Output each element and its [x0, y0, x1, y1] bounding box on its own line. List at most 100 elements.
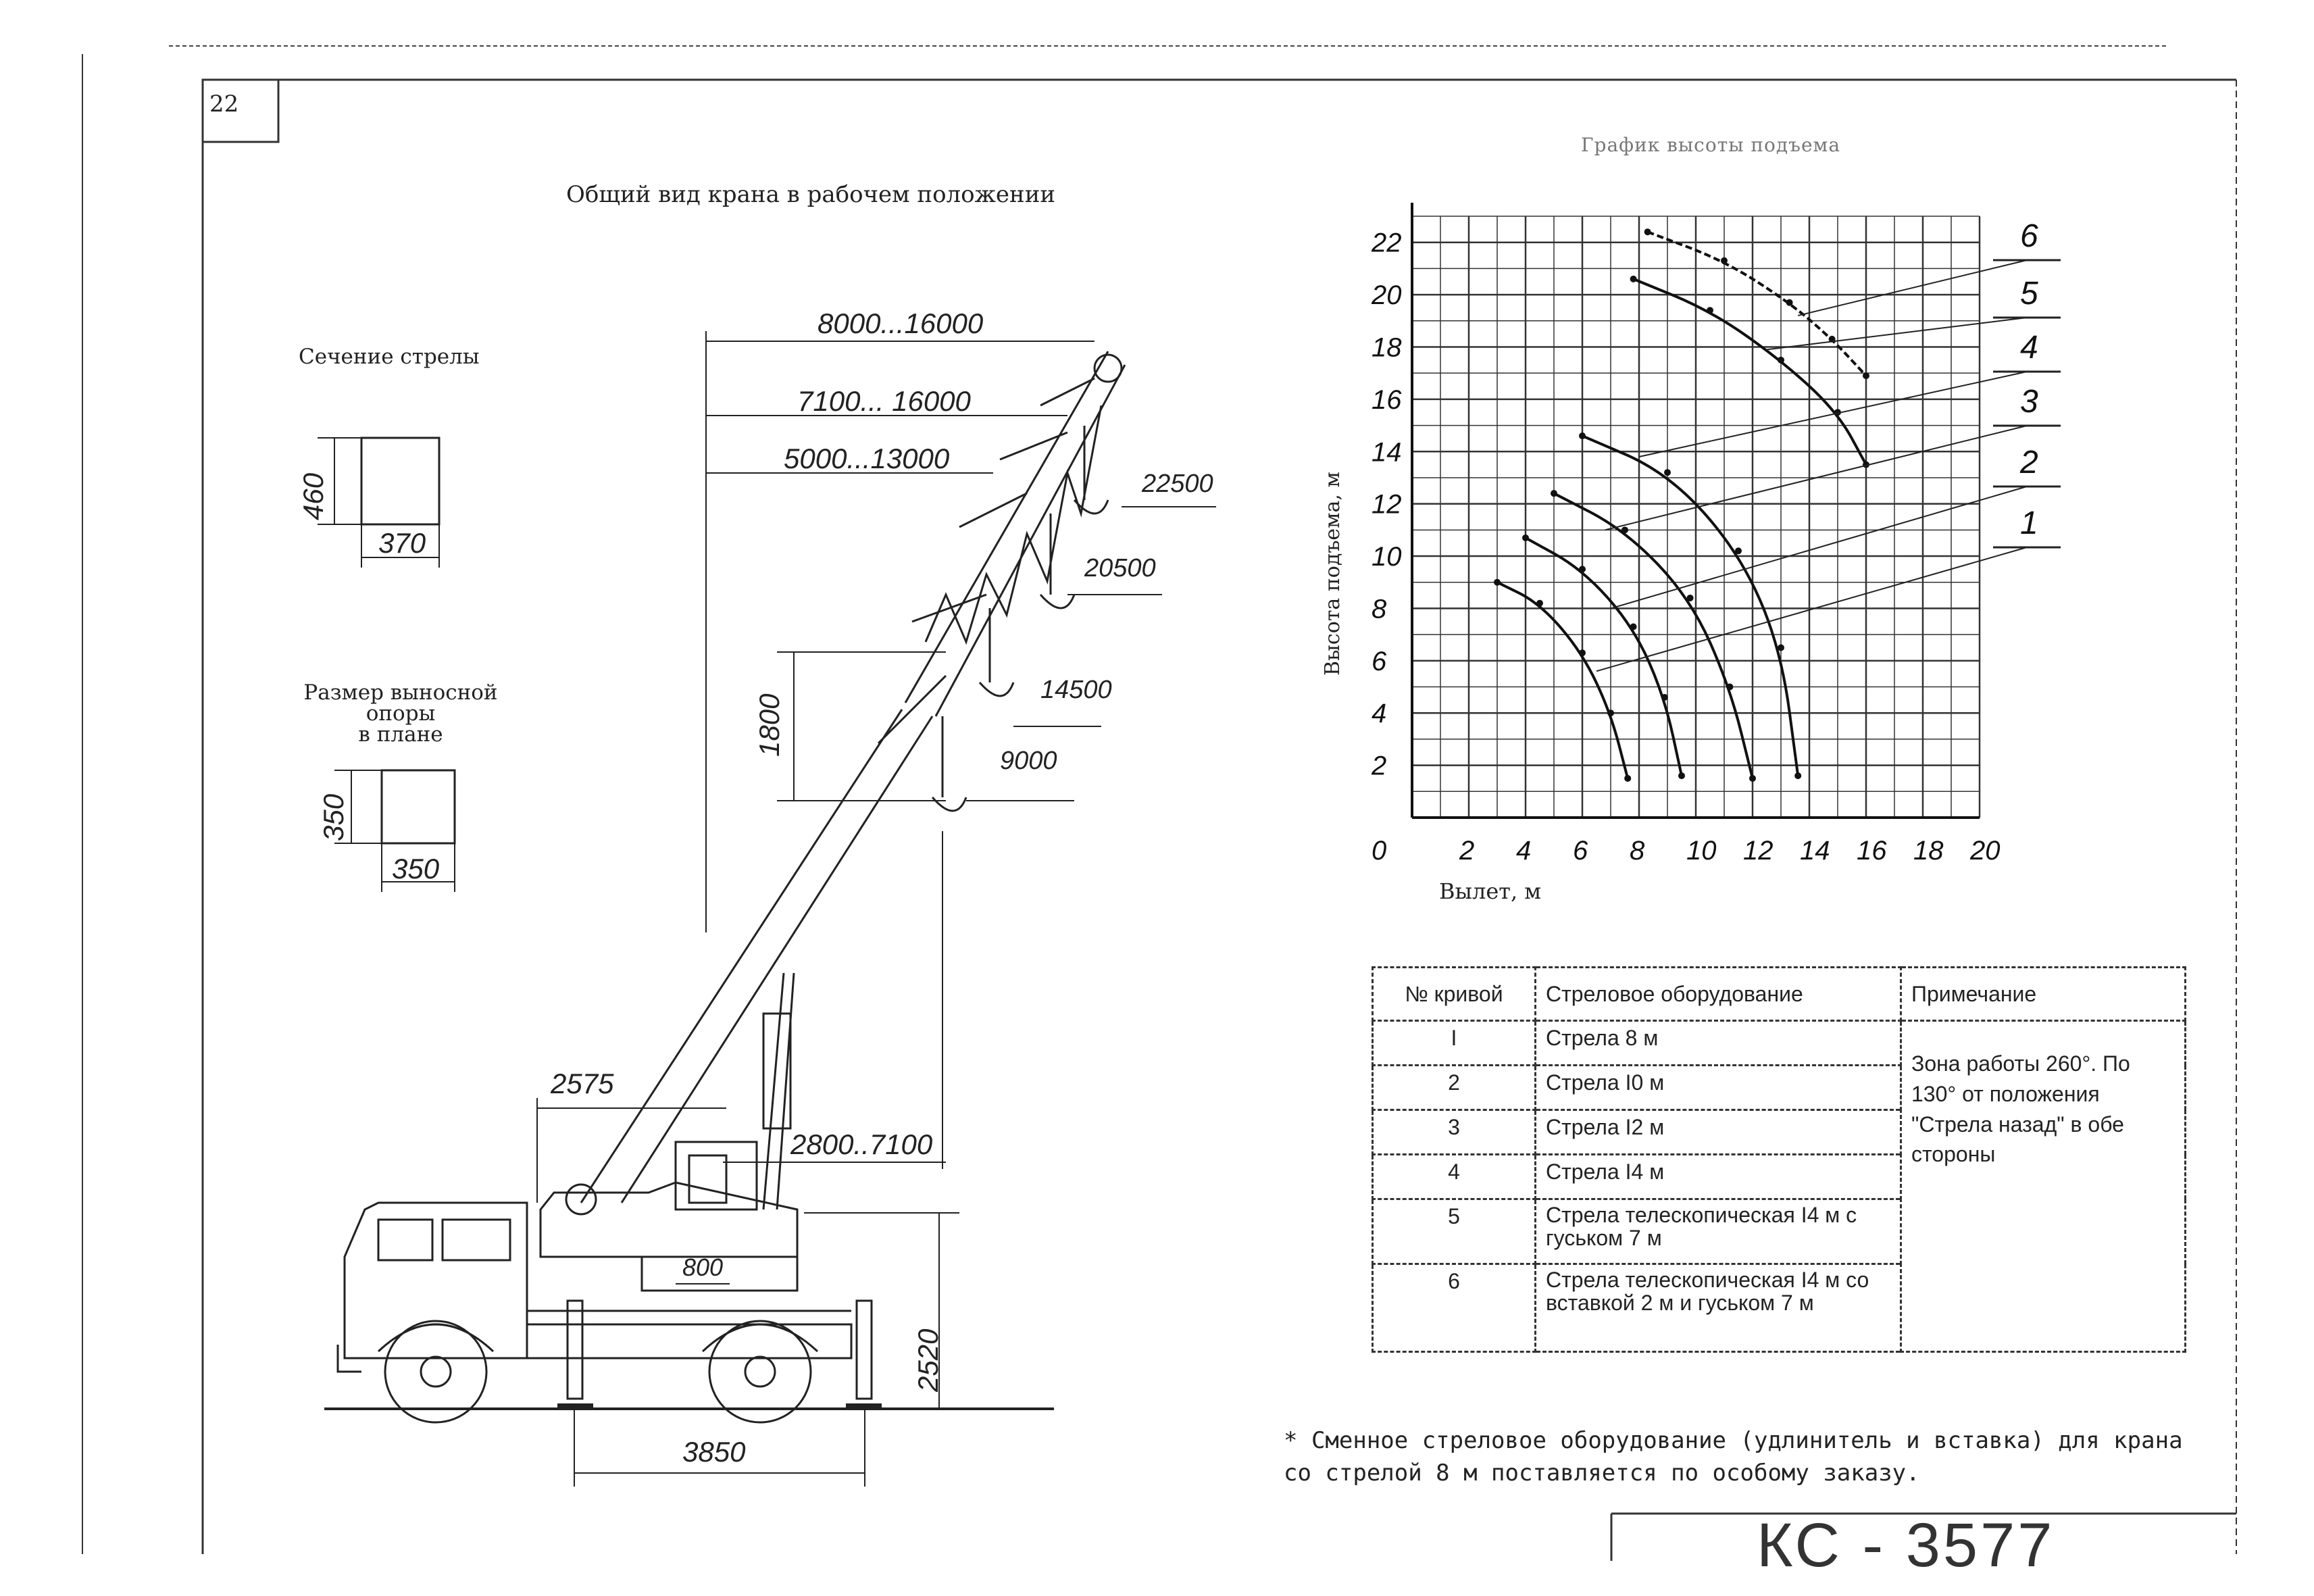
row-equipment: Стрела I2 м — [1534, 1109, 1902, 1155]
curve-4-point — [1664, 469, 1671, 476]
curve-5-label: 5 — [2020, 276, 2038, 311]
row-equipment: Стрела I4 м — [1534, 1153, 1902, 1200]
x-tick-label: 0 — [1372, 836, 1386, 866]
curve-5-leader — [1766, 317, 2028, 351]
curve-6-leader — [1797, 259, 2028, 317]
hook-height-4-label: 9000 — [1000, 747, 1057, 775]
y-tick-label: 20 — [1371, 280, 1402, 310]
curve-3-point — [1749, 774, 1756, 782]
row-equipment: Стрела I0 м — [1534, 1064, 1902, 1111]
curve-2-leader — [1610, 486, 2028, 609]
y-tick-label: 4 — [1372, 699, 1386, 728]
curve-6-point — [1786, 299, 1793, 306]
row-equipment: Стрела телескопическая I4 м с гуськом 7 … — [1546, 1203, 1857, 1250]
curve-6-point — [1863, 372, 1869, 380]
y-tick-label: 2 — [1371, 751, 1386, 781]
table-row: 5 Стрела телескопическая I4 м с гуськом … — [1372, 1198, 2186, 1265]
curve-6-point — [1644, 228, 1651, 236]
table-row: 2 Стрела I0 м — [1372, 1064, 2186, 1111]
boom-section-square — [360, 437, 441, 526]
hook-height-2-label: 20500 — [1084, 554, 1156, 582]
hook-height-1-label: 22500 — [1142, 470, 1213, 498]
outrigger-width-label: 350 — [392, 853, 440, 884]
row-num: 2 — [1372, 1064, 1536, 1111]
curve-3-point — [1621, 526, 1628, 534]
chart-x-axis-label: Вылет, м — [1439, 878, 1542, 904]
x-tick-label: 6 — [1573, 836, 1588, 866]
row-num: I — [1372, 1020, 1536, 1066]
header-equipment: Стреловое оборудование — [1534, 966, 1902, 1022]
row-num: 4 — [1372, 1153, 1536, 1200]
curve-1-leader — [1596, 547, 2028, 672]
curve-4-point — [1735, 547, 1742, 555]
y-tick-label: 10 — [1372, 542, 1402, 572]
curve-5 — [1632, 278, 1867, 466]
y-tick-label: 6 — [1372, 647, 1387, 676]
curve-4 — [1582, 434, 1800, 776]
curve-1 — [1496, 580, 1630, 779]
table-row: I Стрела 8 м Зона работы 260°. По 130° о… — [1372, 1020, 2186, 1353]
outrigger-square — [380, 769, 456, 845]
row-num: 6 — [1372, 1263, 1536, 1353]
y-tick-label: 18 — [1372, 332, 1402, 362]
outrigger-title: Размер выносной опоры в плане — [269, 682, 532, 745]
curve-4-label: 4 — [2020, 330, 2038, 366]
curve-4-leader — [1638, 371, 2028, 457]
curve-6-label: 6 — [2020, 218, 2038, 254]
curve-3-leader — [1605, 425, 2028, 531]
curve-1-point — [1579, 649, 1586, 657]
y-tick-label: 22 — [1371, 228, 1402, 258]
curve-2-point — [1661, 694, 1668, 701]
row-equipment: Стрела 8 м — [1534, 1020, 1902, 1066]
chart-title: График высоты подъема — [1581, 134, 1841, 156]
curve-6 — [1646, 230, 1867, 377]
curve-3-label: 3 — [2020, 384, 2038, 420]
x-tick-label: 4 — [1516, 836, 1531, 866]
curve-2-point — [1678, 772, 1685, 780]
header-note: Примечание — [1900, 966, 2186, 1022]
curve-4-point — [1778, 644, 1784, 651]
rear-2575-label: 2575 — [551, 1068, 614, 1099]
curve-3-point — [1551, 490, 1557, 497]
curve-5-point — [1778, 356, 1784, 364]
curve-1-point — [1624, 774, 1632, 782]
table-row: 6 Стрела телескопическая I4 м со вставко… — [1372, 1263, 2186, 1353]
curve-1-label: 1 — [2020, 505, 2038, 541]
curve-5-point — [1630, 275, 1637, 282]
row-num: 5 — [1372, 1198, 1536, 1265]
table-row: 3 Стрела I2 м — [1372, 1109, 2186, 1155]
curve-3 — [1553, 492, 1754, 779]
page-number: 22 — [209, 91, 239, 118]
boom-section-width-label: 370 — [378, 527, 426, 559]
x-tick-label: 14 — [1800, 836, 1830, 866]
curve-2-point — [1630, 623, 1637, 630]
y-tick-label: 14 — [1372, 437, 1402, 467]
curve-1-point — [1536, 599, 1543, 607]
cab-800-label: 800 — [682, 1253, 724, 1281]
curve-2-point — [1579, 566, 1586, 573]
boom-section-title: Сечение стрелы — [299, 345, 480, 369]
reach-3-label: 5000...13000 — [784, 443, 950, 474]
x-tick-label: 20 — [1969, 836, 2001, 866]
x-tick-label: 10 — [1686, 836, 1717, 866]
curve-4-point — [1794, 772, 1802, 780]
curve-5-point — [1707, 307, 1713, 314]
curve-2-label: 2 — [2019, 445, 2038, 480]
outrigger-title-line1: Размер выносной опоры — [303, 680, 498, 726]
x-tick-label: 12 — [1743, 836, 1774, 866]
equipment-table: № кривой Стреловое оборудование Примечан… — [1372, 966, 2186, 1353]
table-header-row: № кривой Стреловое оборудование Примечан… — [1372, 966, 2186, 1022]
y-tick-label: 12 — [1372, 490, 1402, 520]
general-view-title: Общий вид крана в рабочем положении — [566, 181, 1056, 208]
curve-3-point — [1726, 683, 1734, 691]
row-equipment: Стрела телескопическая I4 м со вставкой … — [1546, 1268, 1869, 1315]
note-cell: Зона работы 260°. По 130° от положения "… — [1900, 1020, 2186, 1353]
curve-1-point — [1494, 578, 1501, 586]
y-tick-label: 16 — [1372, 385, 1402, 415]
outrigger-title-line2: в плане — [358, 722, 443, 747]
row-num: 3 — [1372, 1109, 1536, 1155]
